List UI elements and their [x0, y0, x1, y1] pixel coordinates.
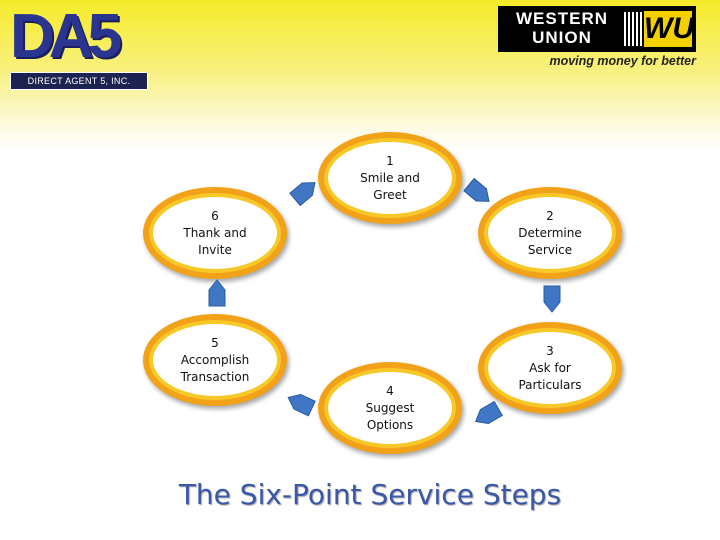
arrow-step6-to-step1-icon: [289, 182, 316, 207]
step-3-label: Ask for Particulars: [518, 360, 582, 392]
western-union-wordmark: WESTERN UNION: [504, 9, 620, 47]
western-union-logo: WESTERN UNION WU moving money for better: [498, 6, 698, 74]
western-union-logo-box: WESTERN UNION WU: [498, 6, 696, 52]
step-6-label: Thank and Invite: [183, 225, 247, 257]
da5-logo-subtitle: DIRECT AGENT 5, INC.: [10, 72, 148, 90]
western-union-line2: UNION: [532, 28, 592, 47]
step-5-number: 5: [211, 335, 219, 350]
step-1-number: 1: [386, 153, 394, 168]
step-4-number: 4: [386, 383, 394, 398]
step-2: 2 Determine Service: [478, 187, 622, 279]
step-6-number: 6: [211, 208, 219, 223]
arrow-step5-to-step6-icon: [208, 279, 226, 307]
step-5-label: Accomplish Transaction: [180, 352, 250, 384]
step-3: 3 Ask for Particulars: [478, 322, 622, 414]
arrow-step4-to-step5-icon: [287, 393, 316, 417]
step-3-number: 3: [546, 343, 554, 358]
da5-logo-mark: DA5: [10, 2, 122, 71]
step-5: 5 Accomplish Transaction: [143, 314, 287, 406]
step-6: 6 Thank and Invite: [143, 187, 287, 279]
step-2-label: Determine Service: [518, 225, 582, 257]
wu-mark: WU: [644, 11, 694, 47]
step-2-number: 2: [546, 208, 554, 223]
da5-logo: DA5 DIRECT AGENT 5, INC.: [10, 2, 150, 90]
step-4: 4 Suggest Options: [318, 362, 462, 454]
step-1-label: Smile and Greet: [360, 170, 420, 202]
arrow-step1-to-step2-icon: [463, 177, 490, 202]
slide-title: The Six-Point Service Steps: [178, 478, 562, 511]
western-union-tagline: moving money for better: [549, 54, 696, 68]
step-1: 1 Smile and Greet: [318, 132, 462, 224]
western-union-bars-icon: [624, 12, 642, 46]
western-union-line1: WESTERN: [516, 9, 608, 28]
step-4-label: Suggest Options: [365, 400, 415, 432]
arrow-step2-to-step3-icon: [543, 285, 561, 313]
arrow-step3-to-step4-icon: [475, 400, 503, 424]
